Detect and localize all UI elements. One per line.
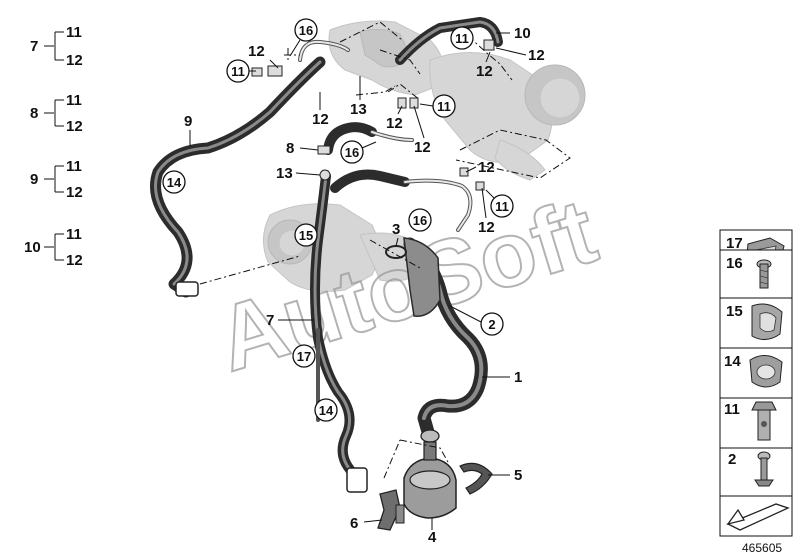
callout-12: 12: [528, 47, 545, 64]
callout-5: 5: [514, 467, 522, 484]
legend-group-label: 7: [30, 38, 38, 55]
callouts: 9 10 12 12 12 12 12 12 12 12 13 13 8 3 7…: [184, 25, 545, 546]
legend-group-label: 8: [30, 105, 38, 122]
legend-sub-label: 12: [66, 184, 83, 201]
circled-15: 15: [299, 228, 313, 243]
callout-12: 12: [478, 159, 495, 176]
callout-3: 3: [392, 221, 400, 238]
legend-group-10: 10 11 12: [24, 226, 83, 269]
callout-7: 7: [266, 312, 274, 329]
document-number: 465605: [742, 541, 782, 555]
direction-arrow-icon: [726, 503, 790, 531]
part-label-2: 2: [728, 451, 736, 468]
part-label-15: 15: [726, 303, 743, 320]
callout-4: 4: [428, 529, 437, 546]
legend-group-8: 8 11 12: [30, 92, 83, 135]
screw-icon: [754, 451, 774, 487]
legend-group-7: 7 11 12: [30, 24, 83, 69]
hose-clamp-icon: [749, 355, 783, 388]
callout-13: 13: [276, 165, 293, 182]
part-label-16: 16: [726, 255, 743, 272]
callout-2: 2: [488, 317, 495, 332]
banjo-bolt-icon: [751, 401, 777, 441]
part-label-17: 17: [726, 235, 743, 252]
callout-2-ring: [480, 312, 504, 336]
circled-11: 11: [437, 99, 451, 114]
circled-17: 17: [297, 349, 311, 364]
callout-13: 13: [350, 101, 367, 118]
circled-14: 14: [167, 175, 182, 190]
part-label-14: 14: [724, 353, 741, 370]
hose-7: [310, 171, 368, 493]
hose-9: [150, 56, 326, 298]
hose-1: [403, 237, 488, 443]
circled-16: 16: [413, 213, 427, 228]
callout-8: 8: [286, 140, 294, 157]
legend-sub-label: 12: [66, 252, 83, 269]
legend-group-label: 10: [24, 239, 41, 256]
hose-10: [298, 17, 503, 65]
callout-12: 12: [248, 43, 265, 60]
legend-group-9: 9 11 12: [30, 158, 83, 201]
legend-sub-label: 12: [66, 118, 83, 135]
callout-10: 10: [514, 25, 531, 42]
circled-14: 14: [319, 403, 334, 418]
fittings: [251, 39, 495, 191]
legend-sub-label: 11: [66, 24, 82, 41]
legend-group-label: 9: [30, 171, 38, 188]
reference-lines: [199, 21, 571, 479]
circled-11: 11: [455, 31, 469, 46]
part-label-11: 11: [724, 401, 740, 418]
hose-8: [323, 122, 414, 155]
callout-6: 6: [350, 515, 358, 532]
hose-upper-right: [330, 169, 473, 232]
legend-sub-label: 11: [66, 158, 82, 175]
watermark: AutoSoft: [206, 180, 607, 391]
hose-clamp-5: [459, 462, 493, 495]
parts-column: 17 16 15 14 11: [719, 229, 793, 537]
callout-9: 9: [184, 113, 192, 130]
bolt-icon: [756, 259, 772, 289]
circled-11: 11: [231, 64, 245, 79]
callout-12: 12: [386, 115, 403, 132]
circled-callouts: 11 11 11 11 14 14 15 16 16 16 17: [162, 18, 514, 422]
circled-11: 11: [495, 199, 509, 214]
circled-16: 16: [299, 23, 313, 38]
callout-12: 12: [414, 139, 431, 156]
legend-sub-label: 11: [66, 92, 82, 109]
callout-12: 12: [476, 63, 493, 80]
holder-clip-icon: [751, 303, 783, 340]
legend-sub-label: 12: [66, 52, 83, 69]
legend-sub-label: 11: [66, 226, 82, 243]
auxiliary-coolant-pump: [403, 441, 457, 519]
pump-bracket: [377, 489, 405, 531]
callout-12: 12: [478, 219, 495, 236]
callout-1: 1: [514, 369, 522, 386]
circled-16: 16: [345, 145, 359, 160]
callout-12: 12: [312, 111, 329, 128]
